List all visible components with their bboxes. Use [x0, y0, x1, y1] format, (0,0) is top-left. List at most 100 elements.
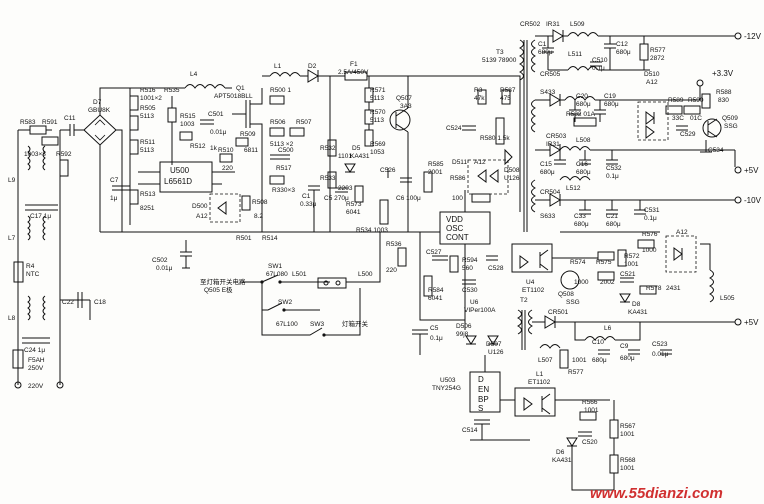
r4-ntc-thermistor [13, 261, 24, 283]
r507-resistor [289, 127, 305, 137]
lbl-d5: D5 [352, 145, 361, 152]
lbl-u6: U6 [470, 299, 479, 306]
r568-resistor [609, 454, 619, 474]
lbl-d507: D507 [486, 341, 502, 348]
lbl-r568v: 1001 [620, 465, 635, 472]
lbl-d7: D7 [93, 99, 102, 106]
lbl-c510v: 0.1μ [592, 65, 605, 72]
lbl-r571: R571 [370, 87, 386, 94]
lbl-r533: R533 [320, 175, 336, 182]
lbl-cr501: CR501 [548, 309, 569, 316]
lbl-r566: R566 [582, 399, 598, 406]
lbl-u500: U500 [170, 166, 190, 175]
lbl-r501: R501 [236, 235, 252, 242]
lbl-r534: R534 1003 [356, 227, 388, 234]
lbl-r574: R574 [570, 259, 586, 266]
lbl-r536: R536 [386, 241, 402, 248]
r577-resistor [639, 43, 649, 61]
r508-resistor [241, 195, 251, 211]
lbl-c12v: 680μ [616, 49, 631, 56]
lbl-sw-note1: 至灯箱开关电路 [200, 277, 246, 286]
lbl-sw3-note: 灯箱开关 [342, 319, 369, 328]
lbl-r533v: 2203 [338, 185, 353, 192]
cr501-diode [544, 315, 556, 329]
lbl-c534: C534 [708, 147, 724, 154]
lbl-r576: R576 [642, 231, 658, 238]
lbl-r569: R569 [370, 141, 386, 148]
lbl-v-m12: -12V [744, 32, 762, 41]
r574-resistor [597, 251, 615, 261]
lbl-r594v: 560 [462, 265, 473, 272]
u503-section [464, 320, 619, 491]
r515-resistor [167, 107, 177, 123]
lbl-l500v: 67L100 [276, 321, 298, 328]
lbl-d510v: A12 [646, 79, 658, 86]
lbl-v-m10: -10V [744, 196, 762, 205]
lbl-r567v: 1001 [620, 431, 635, 438]
lbl-r512v: 1k [210, 145, 218, 152]
lbl-l9: L9 [8, 177, 16, 184]
lbl-cr503v: IR31 [546, 141, 560, 148]
lbl-r511: R511 [140, 139, 155, 146]
r534-resistor [379, 199, 389, 225]
lbl-r591: R591 [42, 119, 58, 126]
lbl-d8: D8 [632, 301, 641, 308]
lbl-sw2: SW2 [278, 299, 292, 306]
r573-resistor [354, 185, 364, 203]
lbl-c9v: 680μ [620, 355, 635, 362]
lbl-c524: C524 [446, 125, 462, 132]
lbl-c18: C18 [94, 299, 106, 306]
lbl-d8v: KA431 [628, 309, 648, 316]
lbl-r505v: 5113 [140, 113, 154, 120]
lbl-c20v: 680μ [576, 101, 591, 108]
t2-transformer-section [516, 309, 742, 369]
lbl-r505: R505 [140, 105, 156, 112]
lbl-r510v: 220 [222, 165, 233, 172]
watermark-text: www.55dianzi.com [590, 485, 723, 502]
lbl-c532v: 0.1μ [606, 173, 619, 180]
lbl-v-p5b: +5V [744, 318, 759, 327]
lbl-l507: L507 [538, 357, 553, 364]
r589-resistor [665, 105, 683, 115]
lbl-cr503: CR503 [546, 133, 567, 140]
lbl-c531: C531 [644, 207, 660, 214]
lbl-c526: C526 [380, 167, 396, 174]
labels: R583 1003×3 R591 C11 D7 GBU8K R592 L9 C1… [8, 21, 762, 472]
ac-terminal-n [56, 381, 64, 389]
lbl-c16: C16 [576, 161, 588, 168]
terminal-plus-5v-a [734, 166, 742, 174]
r517-resistor [269, 175, 285, 185]
lbl-t3v: 5139 78900 [482, 57, 517, 64]
r572-resistor [617, 249, 627, 267]
lbl-d-pin: D [478, 375, 484, 384]
lbl-u503: U503 [440, 377, 456, 384]
pfc-section [129, 69, 430, 269]
lbl-c523: C523 [652, 341, 668, 348]
lbl-r535: R535 [164, 87, 180, 94]
lbl-r515: R515 [180, 113, 196, 120]
lbl-en: EN [478, 385, 489, 394]
lbl-r590: R590 [688, 97, 704, 104]
lbl-sw3: SW3 [310, 321, 324, 328]
r592-resistor [59, 159, 69, 177]
ac-terminal-l [14, 381, 22, 389]
lbl-c11: C11 [64, 115, 76, 122]
lbl-r511v: 5113 [140, 147, 154, 154]
lbl-r585v: 2001 [428, 169, 443, 176]
lbl-l505: L505 [720, 295, 735, 302]
l1-et1102-optocoupler [514, 387, 556, 417]
lbl-v-p5: +5V [744, 166, 759, 175]
lbl-r513v: 8251 [140, 205, 155, 212]
feedback-u4-section [511, 235, 714, 303]
lbl-bp: BP [478, 395, 489, 404]
lbl-c532: C532 [606, 165, 622, 172]
lbl-r517: R517 [276, 165, 292, 172]
r586-resistor [471, 193, 491, 203]
lbl-d511v: A12 [474, 159, 486, 166]
lbl-r586: R586 [450, 175, 466, 182]
lbl-c21: C21 [606, 213, 618, 220]
l1-inductor [269, 72, 301, 77]
r594-resistor [449, 255, 459, 273]
lbl-cr504: CR504 [540, 189, 561, 196]
lbl-d507v: U126 [488, 349, 504, 356]
